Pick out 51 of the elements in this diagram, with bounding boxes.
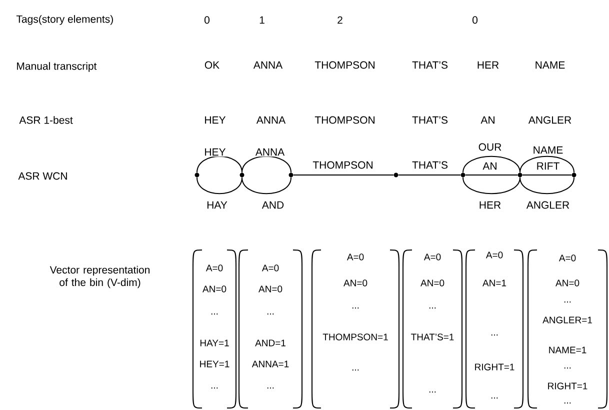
edge-label: AND — [260, 200, 286, 210]
word: NAME — [536, 61, 565, 69]
word: ANGLER — [528, 116, 572, 124]
vector-bracket: A=0 AN=0 ... HAY=1 HEY=1 ... — [192, 250, 236, 408]
word: ANNA — [253, 61, 283, 69]
lattice-arc — [520, 176, 574, 194]
edge-label: ANNA — [254, 147, 286, 157]
word: HER — [478, 61, 499, 69]
edge-label: THAT’S — [411, 160, 449, 170]
word: THOMPSON — [314, 61, 374, 69]
edge-label: RIFT — [535, 161, 561, 171]
word: ANNA — [256, 116, 286, 124]
word: AN — [480, 116, 494, 124]
lattice-arc — [242, 156, 292, 174]
lattice-arc — [462, 156, 520, 174]
word: OK — [204, 61, 220, 69]
lattice-arc — [196, 176, 242, 194]
tag-number: 1 — [260, 16, 264, 24]
vector-bracket: A=0 AN=0 ... THAT’S=1 ... — [402, 250, 462, 408]
edge-label: HEY — [203, 147, 227, 157]
edge-label: OUR — [477, 142, 503, 152]
word: HEY — [205, 116, 226, 124]
lattice-arc — [292, 174, 394, 176]
lattice-arc — [464, 174, 518, 176]
row-label: Manual transcript — [17, 62, 97, 72]
tag-number: 0 — [204, 16, 210, 24]
word: THOMPSON — [314, 116, 374, 124]
edge-label: ANGLER — [525, 200, 571, 210]
lattice-arc — [520, 156, 574, 174]
edge-label: HER — [478, 200, 502, 210]
edge-label: NAME — [532, 145, 564, 155]
row-label: ASR WCN — [18, 172, 67, 180]
tag-number: 0 — [472, 16, 478, 24]
vector-bracket: A=0 AN=0 ... THOMPSON=1 ... — [312, 250, 400, 408]
edge-label: THOMPSON — [312, 160, 374, 170]
lattice-arc — [196, 156, 242, 174]
word: THAT’S — [412, 61, 448, 69]
row-label: Tags(story elements) — [16, 15, 113, 25]
lattice-arc — [398, 174, 462, 176]
vector-bracket: A=0 AN=0 ... ANGLER=1 NAME=1 ... RIGHT=1 ... — [528, 250, 608, 408]
edge-label: HAY — [206, 200, 228, 210]
vector-bracket: A=0 AN=1 ... RIGHT=1 ... — [466, 250, 524, 408]
lattice-arc — [242, 176, 292, 194]
row-label: ASR 1-best — [19, 116, 73, 124]
lattice-arc — [462, 176, 520, 194]
edge-label: AN — [482, 161, 498, 171]
lattice-arc — [522, 174, 572, 176]
word: THAT’S — [412, 116, 448, 124]
tag-number: 2 — [338, 16, 342, 24]
vector-bracket: A=0 AN=0 ... AND=1 ANNA=1 ... — [238, 250, 302, 408]
row-label: Vector representation of the bin (V-dim) — [50, 266, 150, 288]
